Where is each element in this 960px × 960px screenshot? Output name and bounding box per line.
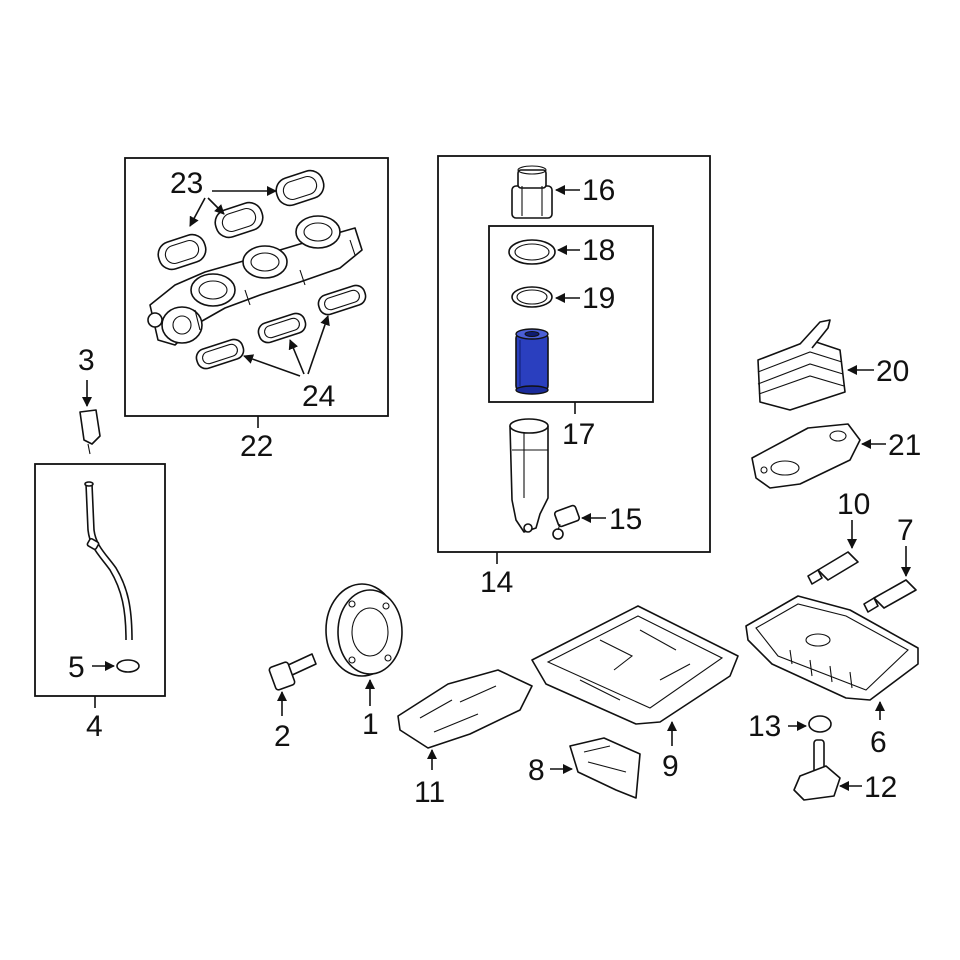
label-7: 7 [897, 514, 914, 547]
callout-5: 5 [68, 651, 115, 684]
callout-9: 9 [662, 721, 679, 783]
seal-ring-18 [508, 239, 556, 265]
seal-13 [808, 715, 832, 733]
label-2: 2 [274, 720, 291, 753]
oil-pan-lower-part [531, 605, 739, 725]
callout-16: 16 [555, 174, 615, 207]
label-4: 4 [86, 710, 103, 743]
label-18: 18 [582, 234, 615, 267]
label-15: 15 [609, 503, 642, 536]
callout-2: 2 [274, 691, 291, 753]
callout-1: 1 [362, 679, 379, 741]
label-24: 24 [302, 380, 335, 413]
label-17: 17 [562, 418, 595, 451]
callout-17: 17 [562, 402, 595, 451]
callout-22: 22 [240, 416, 273, 463]
crank-flange-part-1 [325, 583, 403, 677]
label-13: 13 [748, 710, 781, 743]
callout-4: 4 [86, 696, 103, 743]
callout-24: 24 [243, 315, 335, 413]
sealant-tube-10 [807, 551, 859, 585]
gaskets-24 [195, 284, 367, 370]
label-19: 19 [582, 282, 615, 315]
label-14: 14 [480, 566, 513, 599]
baffle-part-8 [569, 737, 641, 799]
oil-pan-part [745, 595, 919, 701]
oil-level-sensor-12 [793, 739, 841, 801]
callout-23: 23 [170, 167, 277, 227]
callout-8: 8 [528, 754, 573, 787]
callout-21: 21 [861, 429, 921, 462]
label-23: 23 [170, 167, 203, 200]
label-20: 20 [876, 355, 909, 388]
callout-18: 18 [557, 234, 615, 267]
callout-12: 12 [839, 771, 897, 804]
group-box-17 [488, 225, 654, 403]
label-9: 9 [662, 750, 679, 783]
callout-20: 20 [847, 355, 909, 388]
bolt-part-2 [268, 653, 317, 691]
callout-15: 15 [581, 503, 642, 536]
label-1: 1 [362, 708, 379, 741]
callout-19: 19 [555, 282, 615, 315]
group-box-22 [124, 157, 389, 417]
label-12: 12 [864, 771, 897, 804]
callout-3: 3 [78, 344, 95, 407]
callout-10: 10 [837, 488, 870, 549]
callout-7: 7 [897, 514, 914, 577]
callout-14: 14 [480, 552, 513, 599]
splash-shield-part-11 [397, 669, 533, 749]
label-21: 21 [888, 429, 921, 462]
label-3: 3 [78, 344, 95, 377]
sensor-15 [552, 504, 581, 540]
callout-13: 13 [748, 710, 807, 743]
dipstick-tube-part [84, 481, 133, 641]
label-11: 11 [414, 776, 445, 809]
cooler-gasket-part [751, 423, 861, 489]
oil-filter-housing-part [509, 418, 549, 533]
label-6: 6 [870, 726, 887, 759]
label-8: 8 [528, 754, 545, 787]
label-10: 10 [837, 488, 870, 521]
dipstick-cap-part-3 [79, 409, 101, 455]
label-5: 5 [68, 651, 85, 684]
o-ring-19 [511, 286, 553, 308]
group-box-4 [34, 463, 166, 697]
intake-manifold-part [147, 215, 363, 346]
oil-filter-element-17-highlighted [515, 328, 549, 395]
oil-filter-cap-part [511, 165, 553, 219]
gaskets-23 [157, 169, 325, 271]
group-box-14 [437, 155, 711, 553]
o-ring-5 [116, 659, 140, 673]
label-16: 16 [582, 174, 615, 207]
sealant-tube-7 [863, 579, 917, 613]
oil-cooler-part [757, 319, 846, 411]
callout-11: 11 [414, 749, 445, 809]
label-22: 22 [240, 430, 273, 463]
callout-6: 6 [870, 701, 887, 759]
